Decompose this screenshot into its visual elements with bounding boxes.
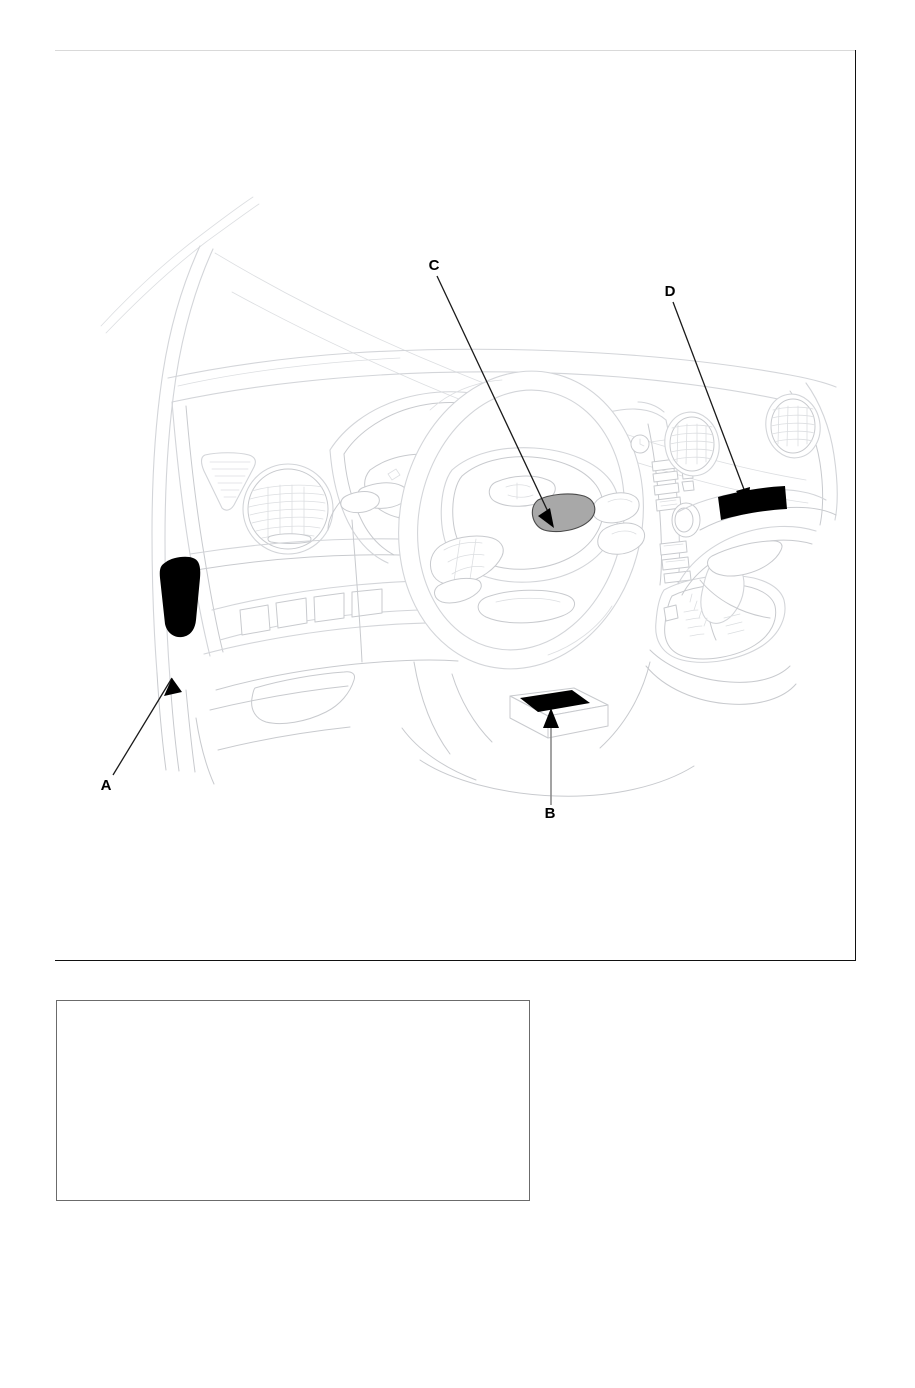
left-vent-louvres <box>248 484 326 544</box>
callout-b-arrowhead <box>543 708 559 728</box>
passenger-vent-left-louvres <box>669 423 715 465</box>
floor-console <box>401 661 695 797</box>
far-right-vent-louvres <box>770 405 816 447</box>
callout-b: B <box>543 708 559 822</box>
bottom-divider-rule <box>55 960 856 961</box>
callout-label-a: A <box>101 777 112 794</box>
callout-d: D <box>665 283 750 506</box>
callout-a-arrowhead <box>164 678 182 696</box>
airbag-control-module-marker <box>520 690 590 712</box>
callout-label-c: C <box>429 257 440 274</box>
side-airbag-marker <box>159 556 201 638</box>
a-pillar <box>151 245 214 773</box>
callout-c-arrowhead <box>538 508 554 528</box>
passenger-airbag-marker <box>718 486 787 520</box>
passenger-dashboard <box>664 393 837 619</box>
left-dash-panel <box>171 401 485 785</box>
note-box-text <box>57 1001 529 1200</box>
steering-wheel <box>398 370 645 670</box>
top-divider-rule <box>55 50 855 51</box>
right-border-rule <box>855 50 856 961</box>
windshield-lines <box>100 196 260 334</box>
note-box <box>56 1000 530 1201</box>
callout-label-b: B <box>545 805 556 822</box>
dashboard-illustration: .ln { fill:none; stroke:#d3d5d9; stroke-… <box>0 50 856 960</box>
callout-d-arrowhead <box>736 487 750 506</box>
callout-label-d: D <box>665 283 676 300</box>
callout-c: C <box>429 257 554 528</box>
callout-a: A <box>101 556 201 794</box>
